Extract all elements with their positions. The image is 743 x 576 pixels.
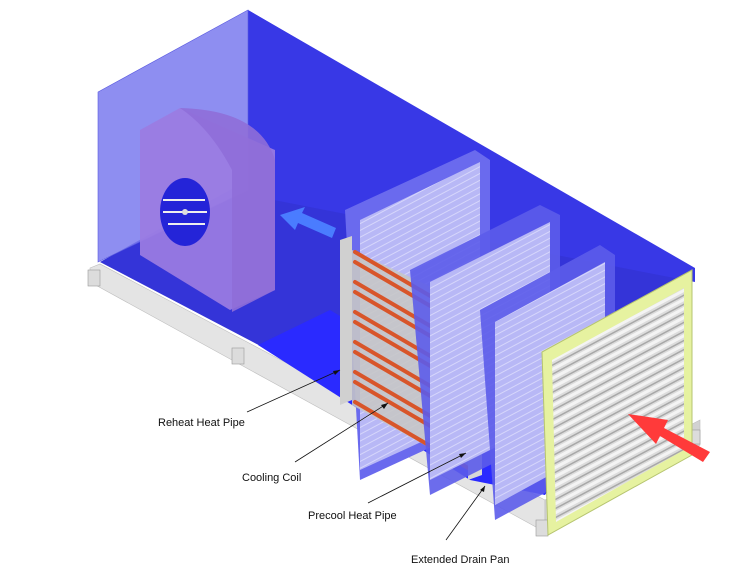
label-precool-heat-pipe: Precool Heat Pipe <box>308 510 397 522</box>
blower-fan <box>140 108 275 312</box>
label-cooling-coil: Cooling Coil <box>242 472 301 484</box>
label-extended-drain-pan: Extended Drain Pan <box>411 554 509 566</box>
leader-lines <box>246 369 486 541</box>
intake-air-arrow <box>628 414 710 462</box>
leader-extended-drain-pan <box>445 485 486 541</box>
rail-foot-front <box>535 519 549 537</box>
rail-foot-mid <box>231 347 245 365</box>
label-reheat-heat-pipe: Reheat Heat Pipe <box>158 417 245 429</box>
coil-frame-left <box>340 236 352 405</box>
leader-cooling-coil <box>294 402 389 463</box>
supply-air-arrow <box>280 207 336 238</box>
leader-reheat-heat-pipe <box>246 369 341 413</box>
rail-foot-left <box>87 269 101 287</box>
leader-precool-heat-pipe <box>367 452 467 504</box>
